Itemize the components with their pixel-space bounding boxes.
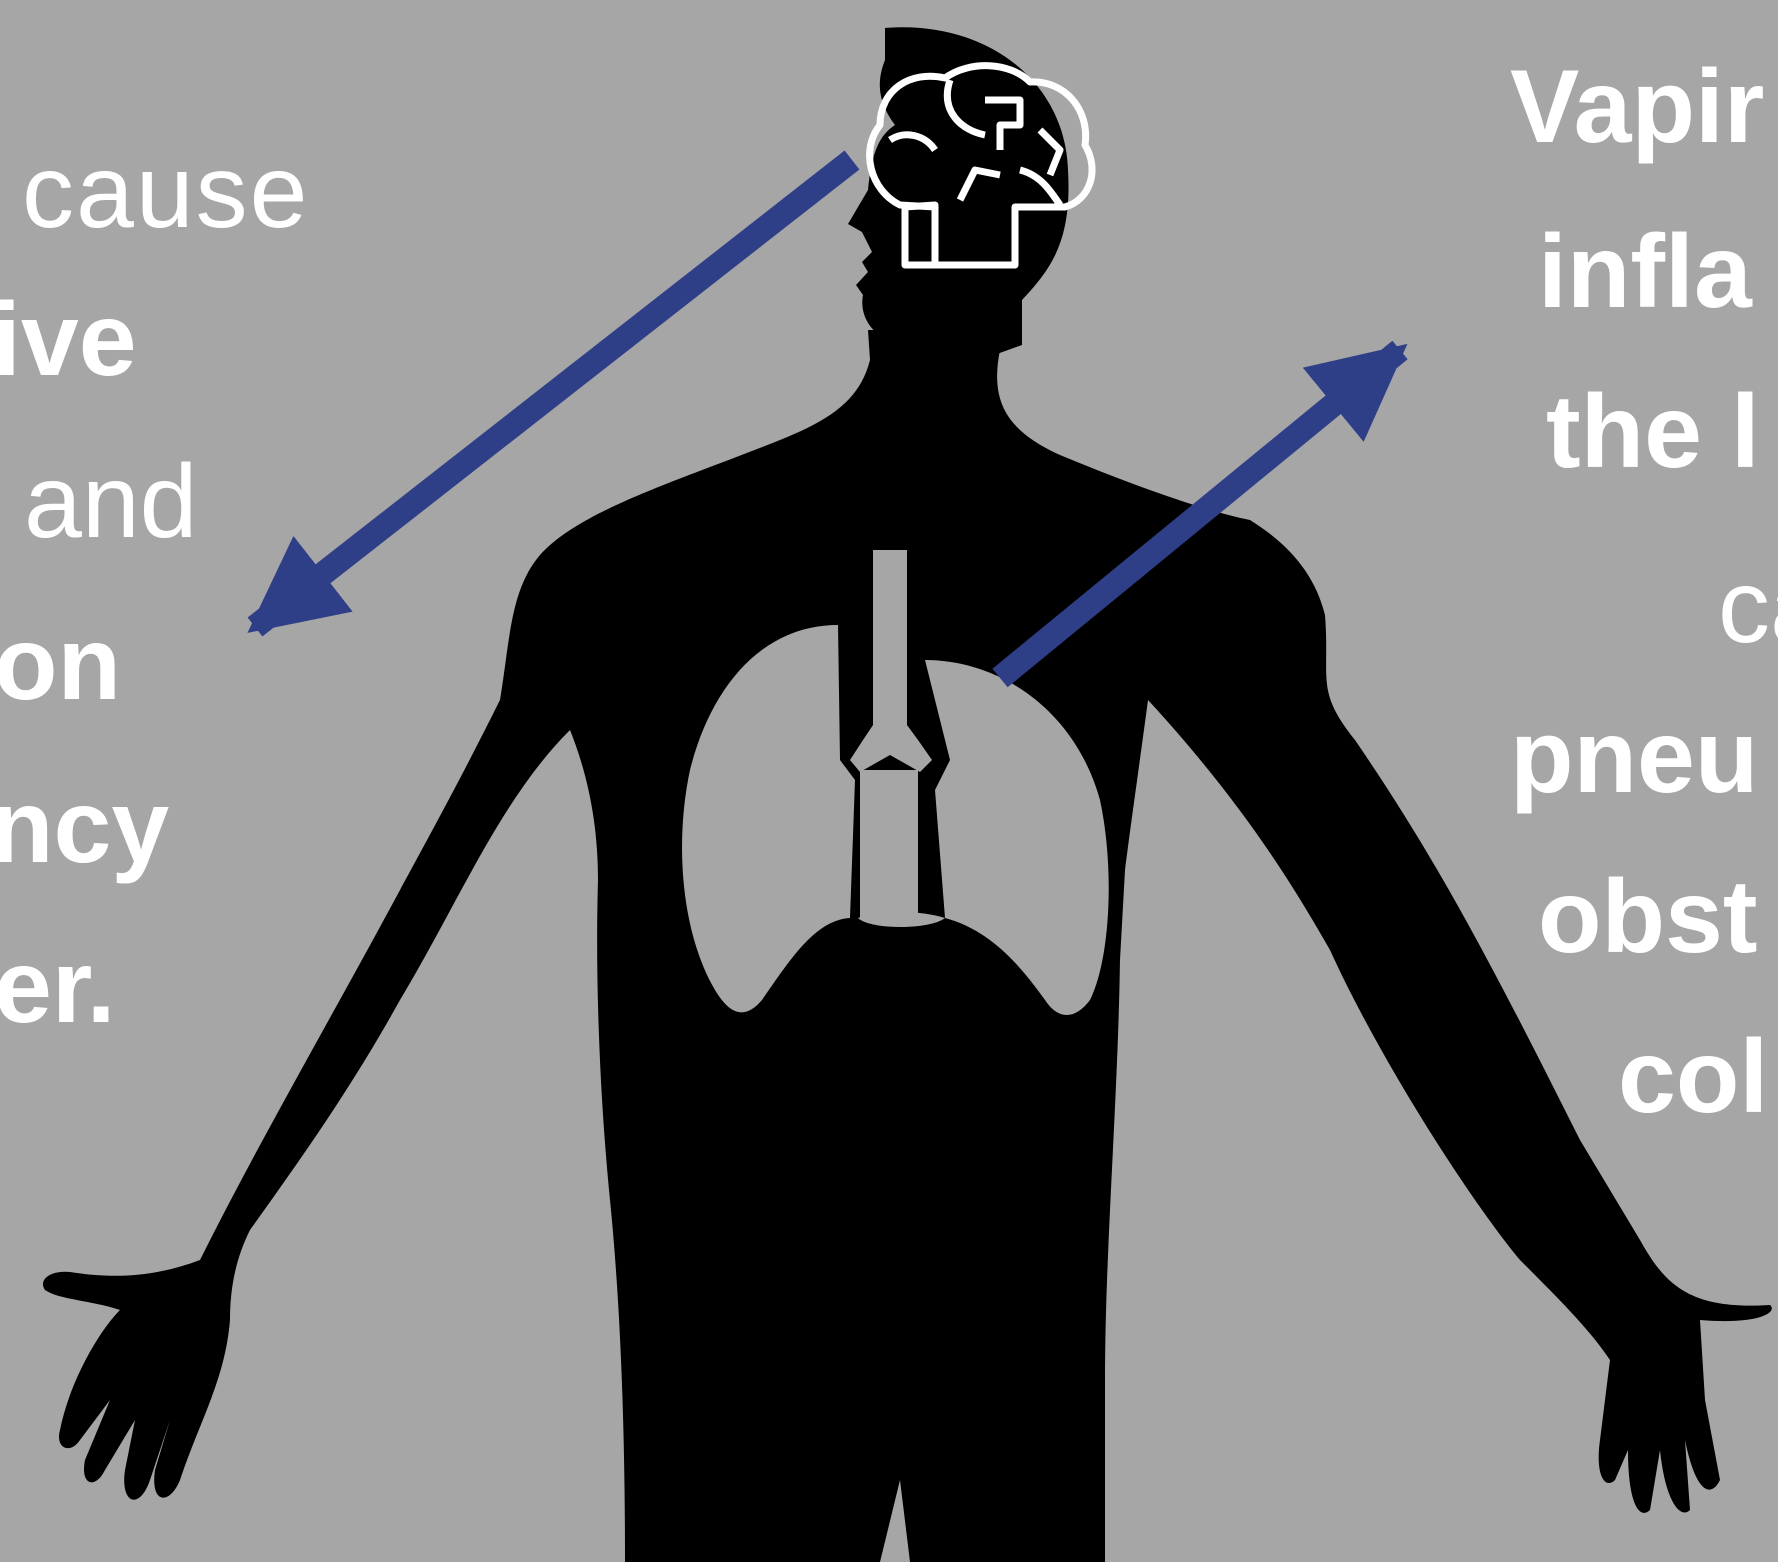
left-text-line-3: and — [24, 450, 198, 554]
right-text-line-1: Vapir — [1510, 55, 1764, 159]
right-text-line-2: infla — [1538, 220, 1752, 324]
right-text-line-4: ca — [1718, 555, 1778, 659]
right-text-line-6: obst — [1538, 865, 1758, 969]
right-text-line-3: the l — [1546, 380, 1760, 484]
left-text-line-1: cause — [22, 140, 310, 244]
left-text-line-4: on — [0, 612, 121, 716]
right-text-line-7: col — [1618, 1025, 1768, 1129]
right-text-line-5: pneu — [1510, 705, 1758, 809]
left-text-line-2: ive — [0, 288, 137, 392]
left-text-line-6: er. — [0, 935, 115, 1039]
left-text-line-5: ncy — [0, 775, 169, 879]
